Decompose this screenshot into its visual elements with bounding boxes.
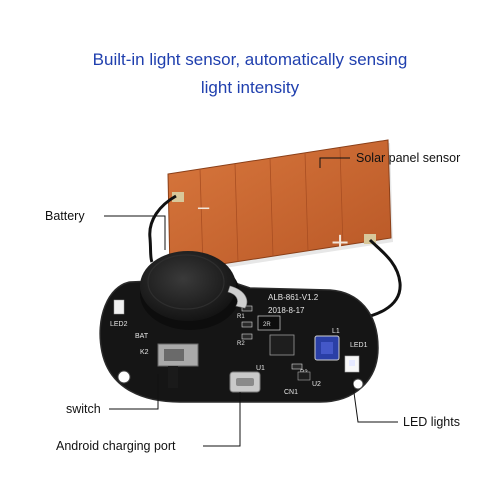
coin-battery: [140, 251, 248, 330]
callout-switch: switch: [66, 402, 101, 416]
board-model-text: ALB-861-V1.2: [268, 293, 319, 302]
led1-lens: [349, 360, 355, 366]
solar-panel: − +: [167, 139, 393, 276]
headline-line-1: Built-in light sensor, automatically sen…: [92, 50, 408, 69]
resistor-r2b: [241, 333, 253, 340]
l1-label: L1: [332, 328, 340, 335]
mount-hole-left: [117, 370, 131, 384]
battery-clip: [227, 285, 248, 309]
chip-mark: 2R: [263, 322, 271, 328]
led-callout-line: [351, 377, 398, 423]
panel-plus-mark: +: [330, 228, 350, 256]
cn1-label: CN1: [284, 389, 298, 396]
callout-led-lights: LED lights: [403, 415, 460, 429]
bat-label: BAT: [135, 333, 149, 340]
mount-hole-right: [352, 378, 364, 390]
resistor-r1: [241, 305, 253, 312]
solder-pad-negative: [172, 192, 184, 202]
battery-callout-line: [104, 215, 166, 250]
usb-opening: [236, 378, 254, 386]
chip-2r: [257, 315, 281, 331]
led2-label: LED2: [110, 321, 128, 328]
solar-callout-line: [319, 157, 350, 168]
callout-android-charging-port: Android charging port: [56, 439, 176, 453]
led2-component: [113, 299, 125, 315]
resistor-r3: [291, 363, 303, 370]
callout-battery: Battery: [45, 209, 85, 223]
port-callout-line: [203, 392, 241, 447]
ic-u1: [269, 334, 295, 356]
solder-pad-positive: [364, 234, 376, 244]
headline-line-2: light intensity: [200, 78, 300, 97]
panel-minus-mark: −: [196, 198, 211, 219]
led1-label: LED1: [350, 342, 368, 349]
u2-label: U2: [312, 381, 321, 388]
switch-lever: [168, 366, 178, 388]
k2-label: K2: [140, 349, 149, 356]
ic-u2: [297, 371, 311, 381]
callout-solar-panel-sensor: Solar panel sensor: [356, 151, 461, 165]
switch-track: [164, 349, 184, 361]
switch-callout-line: [109, 374, 159, 410]
resistor-r2a: [241, 321, 253, 328]
inductor-core: [321, 342, 333, 354]
board-date-text: 2018-8-17: [268, 306, 305, 315]
r2-label: R2: [237, 341, 245, 347]
wire-negative: [148, 194, 177, 263]
r1-label: R1: [237, 314, 245, 320]
u1-label: U1: [256, 365, 265, 372]
